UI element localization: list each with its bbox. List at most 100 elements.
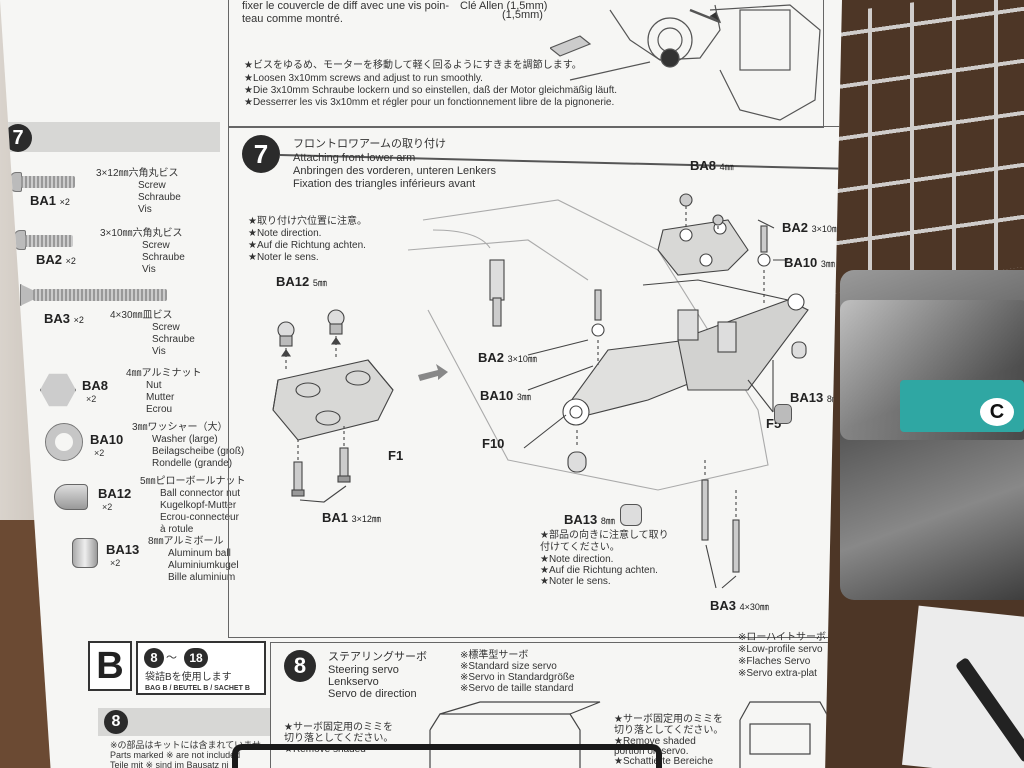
top-fr-text-1: fixer le couvercle de diff avec une vis … [242,0,450,12]
step7-note2-jp-2: 付けてください。 [540,542,620,553]
std-servo-fr: ※Servo de taille standard [460,683,574,694]
bottom-left-text-3: Teile mit ※ sind im Bausatz ni [110,760,229,768]
step7-assembly-drawing [272,193,809,589]
ba13-qty: ×2 [110,558,121,568]
ba3-name-en: Screw [152,322,180,333]
ba13-bottom-icon [620,504,642,526]
ba1-size: 3×12㎜六角丸ビス [96,168,179,179]
ba13-code: BA13 [106,542,140,557]
step8-note-left-jp-1: ★サーボ固定用のミミを [284,722,393,733]
ba12-ball-nut-icon [54,484,88,510]
sidebar-step7-bar [0,122,220,152]
parts-bag-letter: C [980,398,1014,426]
manual-page: fixer le couvercle de diff avec une vis … [0,0,842,768]
step7-note-fr: ★Noter le sens. [248,252,319,263]
bottom-left-text-2: Parts marked ※ are not included [110,750,241,760]
ba3-name-fr: Vis [152,346,166,357]
ba12-name-fr-2: à rotule [160,524,194,535]
ba13-size: 8㎜アルミボール [148,536,224,547]
bag-b-range-end: 18 [184,648,208,668]
ba13-name-de: Aluminiumkugel [168,560,239,571]
white-cloth [901,605,1024,768]
low-servo-jp: ※ローハイトサーボ [738,632,826,643]
bag-b-jp: 袋詰Bを使用します [145,672,232,683]
ba3-screw-icon [33,289,167,301]
ba10-name-fr: Rondelle (grande) [152,458,233,469]
step7-note-de: ★Auf die Richtung achten. [248,240,366,251]
foreground-frame [232,744,662,768]
ba8-nut-icon [40,373,76,407]
ba1-name-fr: Vis [138,204,152,215]
step8-note-right-de: ★Schattierte Bereiche [614,756,714,767]
label-ba13-bottom: BA13 8㎜ [564,512,615,527]
step8-title-jp: ステアリングサーボ [328,651,427,663]
step7-note2-jp-1: ★部品の向きに注意して取り [540,530,669,541]
label-ba2-left: BA2 3×10㎜ [478,350,537,365]
bag-b-letter-box: B [88,641,132,691]
step8-note-right-jp-2: 切り落としてください。 [614,725,724,736]
ba12-size: 5㎜ピローボールナット [140,476,246,487]
ba10-size: 3㎜ワッシャー（大） [132,422,228,433]
ba10-code: BA10 [90,432,124,447]
step7-title-fr: Fixation des triangles inférieurs avant [293,178,476,190]
label-ba10-right: BA10 3㎜ [784,255,835,270]
step8-note-right-en: ★Remove shaded [614,736,696,747]
ba10-washer-icon [45,423,83,461]
step8-title-fr: Servo de direction [328,688,417,700]
bag-b-range-start: 8 [144,648,164,668]
ba2-screw-icon [25,235,73,247]
low-servo-fr: ※Servo extra-plat [738,668,817,679]
step8-number: 8 [284,650,316,682]
step8-title-de: Lenkservo [328,676,379,688]
ba10-qty: ×2 [94,448,105,458]
label-ba1: BA1 3×12㎜ [322,510,381,525]
ba12-code: BA12 [98,486,132,501]
step8-title-en: Steering servo [328,664,399,676]
label-ba10-left: BA10 3㎜ [480,388,531,403]
label-ba8: BA8 4㎜ [690,158,734,173]
ba13-name-en: Aluminum ball [168,548,231,559]
step7-note2-en: ★Note direction. [540,554,614,565]
low-servo-de: ※Flaches Servo [738,656,811,667]
ba3-size: 4×30㎜皿ビス [110,310,173,321]
gearbox-illustration [550,4,821,121]
step7-note2-de: ★Auf die Richtung achten. [540,565,658,576]
ba10-name-en: Washer (large) [152,434,218,445]
ba1-name-en: Screw [138,180,166,191]
step7-title-jp: フロントロワアームの取り付け [293,138,447,150]
ba2-size: 3×10㎜六角丸ビス [100,228,183,239]
wire-rack [830,0,1024,295]
ba8-size: 4㎜アルミナット [126,368,202,379]
step7-note2-fr: ★Noter le sens. [540,576,611,587]
ba13-right-icon [774,404,792,424]
label-f10: F10 [482,436,505,451]
ba12-name-fr: Ecrou-connecteur [160,512,239,523]
std-servo-de: ※Servo in Standardgröße [460,672,575,683]
bottom-left-text-1: ※の部品はキットには含まれていませ [110,740,262,750]
ba1-name-de: Schraube [138,192,181,203]
top-section-frame [228,0,824,128]
step7-frame [228,126,842,638]
background-workbench: C [820,0,1024,768]
top-note-en: ★Loosen 3x10mm screws and adjust to run … [244,73,483,84]
step8-note-left-jp-2: 切り落としてください。 [284,733,394,744]
ba3-code: BA3 ×2 [44,311,84,326]
ba12-name-en: Ball connector nut [160,488,241,499]
ba3-screw-head [20,284,34,306]
top-note-de: ★Die 3x10mm Schraube lockern und so eins… [244,85,618,96]
ba10-name-de: Beilagscheibe (groß) [152,446,245,457]
step7-title-en: Attaching front lower arm [293,152,416,164]
ba13-name-fr: Bille aluminium [168,572,236,583]
top-note-fr: ★Desserrer les vis 3x10mm et régler pour… [244,97,615,108]
sidebar-step8-number: 8 [104,710,128,734]
ba8-name-fr: Ecrou [146,404,173,415]
step8-note-right-en-2: portion on servo. [614,746,689,757]
low-servo-en: ※Low-profile servo [738,644,823,655]
ba8-name-de: Mutter [146,392,175,403]
std-servo-en: ※Standard size servo [460,661,557,672]
bag-b-range-sep: 〜 [166,652,177,664]
std-servo-jp: ※標準型サーボ [460,650,529,661]
ba2-name-de: Schraube [142,252,185,263]
ba3-name-de: Schraube [152,334,195,345]
ba2-name-fr: Vis [142,264,156,275]
